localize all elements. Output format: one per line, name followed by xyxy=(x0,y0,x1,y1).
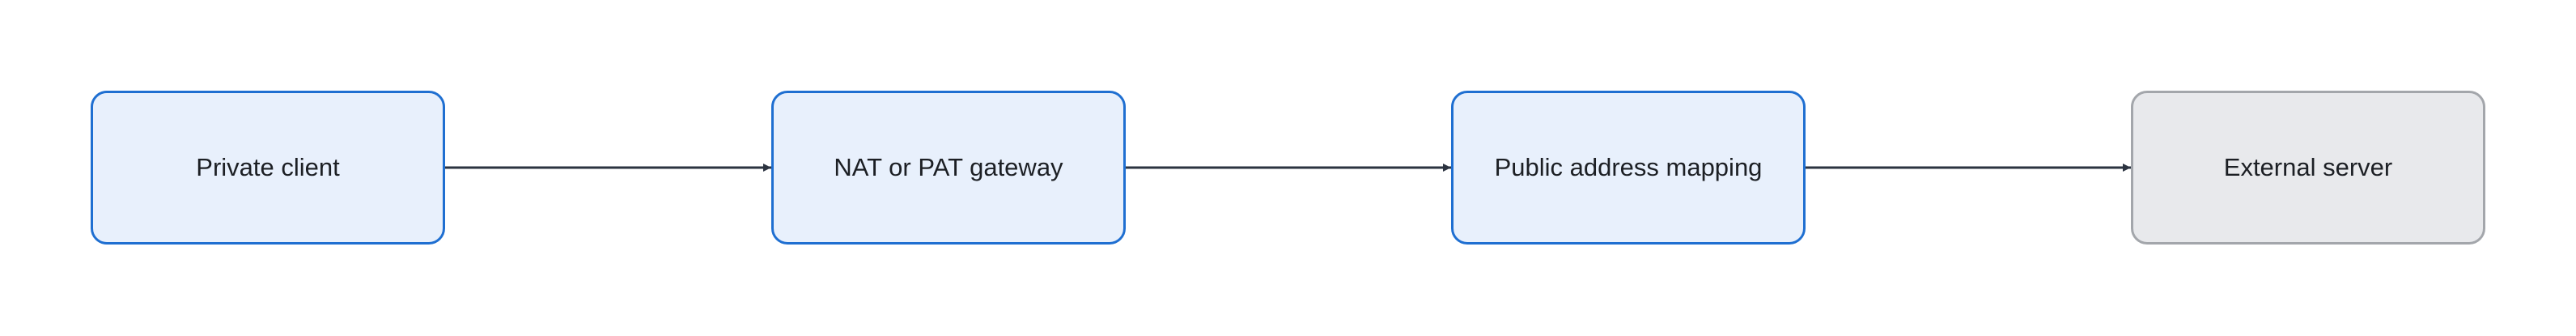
node-label: Private client xyxy=(196,153,340,181)
node-label: External server xyxy=(2223,153,2393,181)
node-private-client: Private client xyxy=(91,91,445,245)
node-nat-pat-gateway: NAT or PAT gateway xyxy=(771,91,1126,245)
node-label: NAT or PAT gateway xyxy=(834,153,1063,181)
node-external-server: External server xyxy=(2131,91,2485,245)
node-label: Public address mapping xyxy=(1494,153,1763,181)
node-public-address-mapping: Public address mapping xyxy=(1451,91,1806,245)
